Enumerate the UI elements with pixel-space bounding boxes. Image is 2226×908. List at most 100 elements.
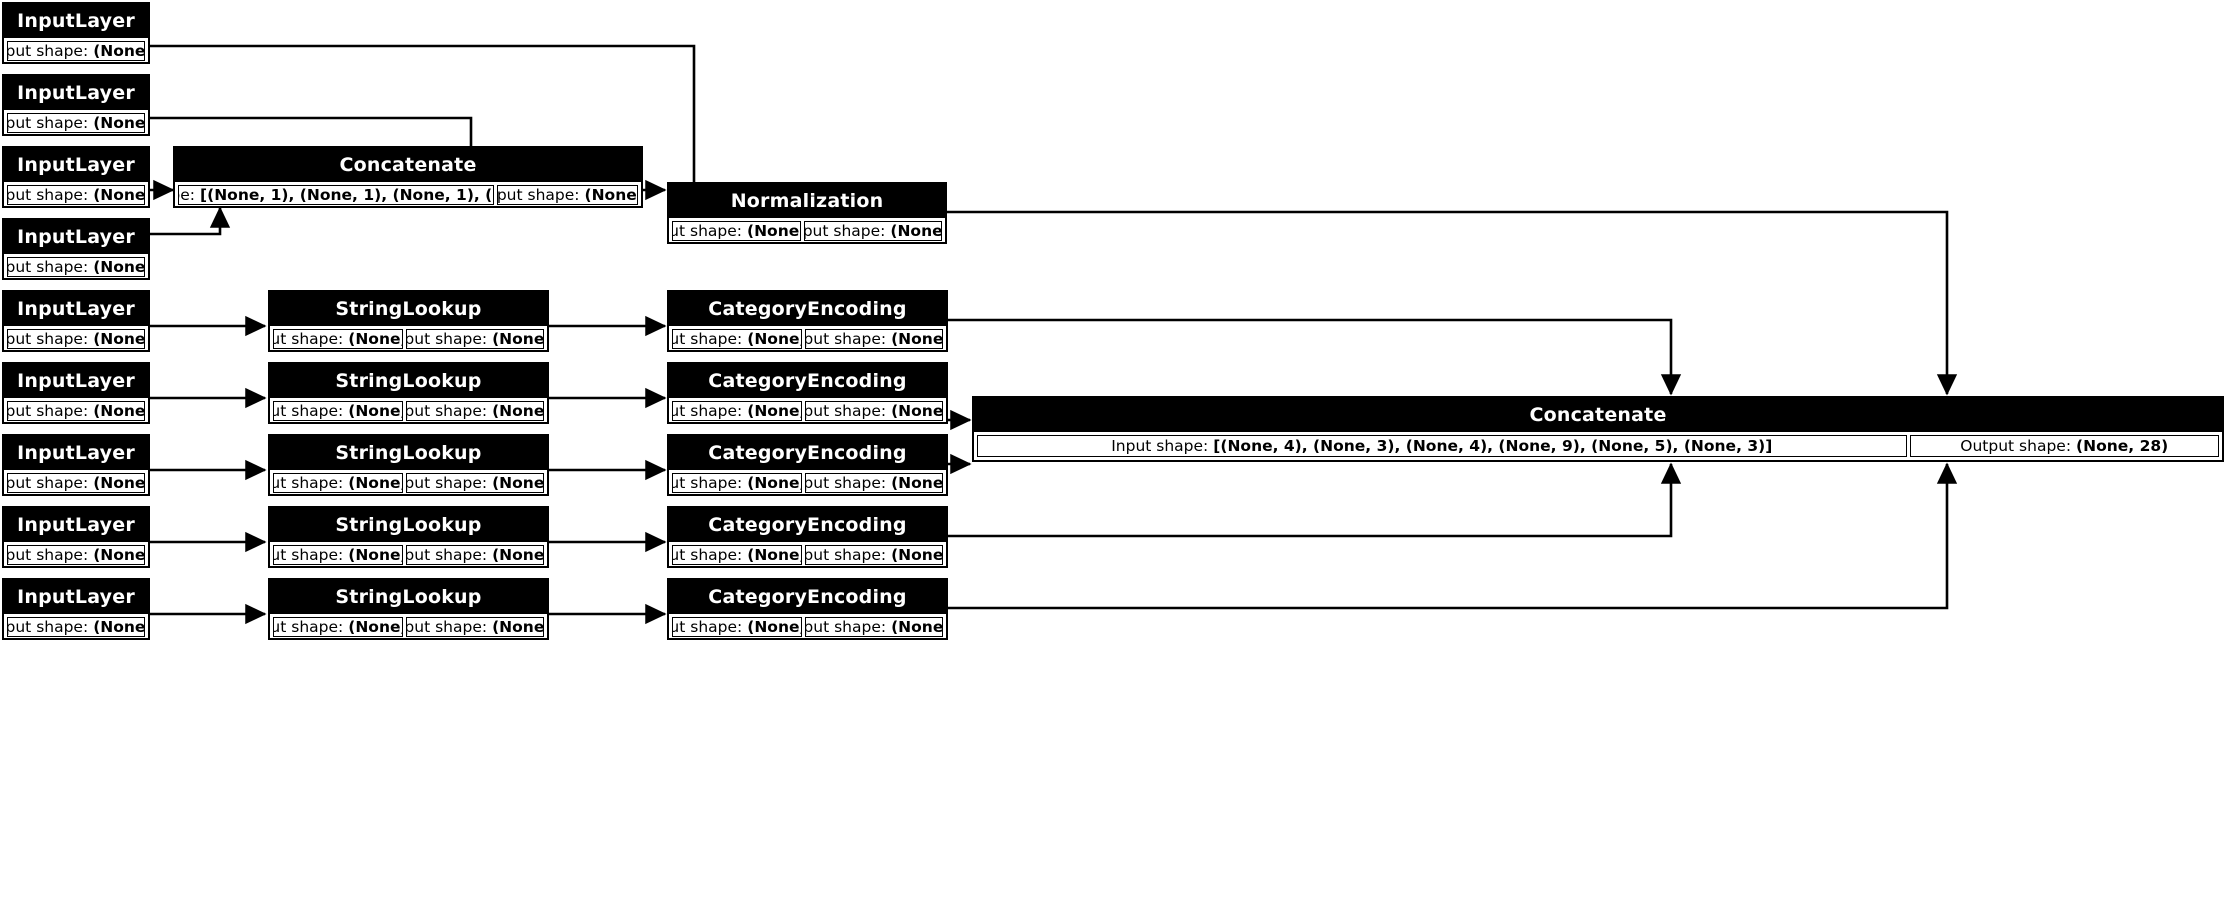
node-type-label: InputLayer — [4, 508, 148, 542]
input-shape-value: (None, 1) — [348, 618, 403, 636]
node-type-label: StringLookup — [270, 364, 547, 398]
node-input-layer-num-2[interactable]: InputLayer Output shape: (None, 1) — [2, 74, 150, 136]
output-shape-field: Output shape: (None, 1) — [7, 401, 145, 421]
input-shape-value: [(None, 1), (None, 1), (None, 1), (None,… — [200, 186, 493, 204]
output-shape-value: (None, 9) — [891, 474, 943, 492]
output-shape-field: Output shape: (None, 4) — [804, 221, 942, 241]
output-shape-field: Output shape: (None, 9) — [804, 473, 943, 493]
node-fields: Output shape: (None, 1) — [4, 542, 148, 566]
output-shape-label: Output shape: — [7, 330, 89, 348]
output-shape-value: (None, 4) — [891, 402, 943, 420]
node-string-lookup-5[interactable]: StringLookup Input shape: (None, 1) Outp… — [268, 578, 549, 640]
node-category-encoding-3[interactable]: CategoryEncoding Input shape: (None, 1) … — [667, 434, 948, 496]
node-category-encoding-1[interactable]: CategoryEncoding Input shape: (None, 1) … — [667, 290, 948, 352]
output-shape-value: (None, 3) — [891, 330, 943, 348]
input-shape-label: Input shape: — [179, 186, 196, 204]
node-fields: Output shape: (None, 1) — [4, 182, 148, 206]
output-shape-field: Output shape: (None, 1) — [7, 617, 145, 637]
node-type-label: CategoryEncoding — [669, 364, 946, 398]
node-input-layer-cat-2[interactable]: InputLayer Output shape: (None, 1) — [2, 362, 150, 424]
node-string-lookup-1[interactable]: StringLookup Input shape: (None, 1) Outp… — [268, 290, 549, 352]
node-concatenate-all[interactable]: Concatenate Input shape: [(None, 4), (No… — [972, 396, 2224, 462]
node-category-encoding-4[interactable]: CategoryEncoding Input shape: (None, 1) … — [667, 506, 948, 568]
input-shape-label: Input shape: — [673, 330, 743, 348]
node-normalization[interactable]: Normalization Input shape: (None, 4) Out… — [667, 182, 947, 244]
output-shape-field: Output shape: (None, 1) — [405, 617, 544, 637]
node-string-lookup-3[interactable]: StringLookup Input shape: (None, 1) Outp… — [268, 434, 549, 496]
input-shape-value: [(None, 4), (None, 3), (None, 4), (None,… — [1213, 437, 1773, 455]
output-shape-field: Output shape: (None, 4) — [496, 185, 638, 205]
input-shape-field: Input shape: (None, 1) — [672, 329, 802, 349]
output-shape-label: Output shape: — [7, 546, 89, 564]
output-shape-value: (None, 1) — [492, 402, 544, 420]
node-input-layer-num-1[interactable]: InputLayer Output shape: (None, 1) — [2, 2, 150, 64]
node-input-layer-num-4[interactable]: InputLayer Output shape: (None, 1) — [2, 218, 150, 280]
output-shape-value: (None, 1) — [492, 618, 544, 636]
input-shape-field: Input shape: (None, 1) — [273, 617, 403, 637]
output-shape-value: (None, 3) — [891, 618, 943, 636]
node-fields: Input shape: [(None, 1), (None, 1), (Non… — [175, 182, 641, 206]
input-shape-value: (None, 1) — [747, 546, 802, 564]
node-fields: Input shape: (None, 1) Output shape: (No… — [669, 542, 946, 566]
output-shape-value: (None, 1) — [492, 330, 544, 348]
edge-encode-5-to-concat-all — [947, 462, 1958, 610]
input-shape-label: Input shape: — [1111, 437, 1209, 455]
node-fields: Input shape: (None, 1) Output shape: (No… — [270, 542, 547, 566]
input-shape-field: Input shape: (None, 1) — [672, 401, 802, 421]
node-type-label: CategoryEncoding — [669, 436, 946, 470]
input-shape-value: (None, 1) — [348, 474, 403, 492]
input-shape-field: Input shape: (None, 1) — [672, 473, 802, 493]
output-shape-label: Output shape: — [7, 42, 89, 60]
input-shape-value: (None, 1) — [348, 546, 403, 564]
node-fields: Output shape: (None, 1) — [4, 254, 148, 278]
output-shape-label: Output shape: — [7, 618, 89, 636]
node-category-encoding-2[interactable]: CategoryEncoding Input shape: (None, 1) … — [667, 362, 948, 424]
output-shape-field: Output shape: (None, 1) — [7, 113, 145, 133]
node-fields: Input shape: (None, 1) Output shape: (No… — [270, 470, 547, 494]
node-type-label: InputLayer — [4, 292, 148, 326]
output-shape-field: Output shape: (None, 28) — [1909, 435, 2219, 457]
output-shape-field: Output shape: (None, 1) — [7, 473, 145, 493]
output-shape-field: Output shape: (None, 1) — [7, 257, 145, 277]
input-shape-value: (None, 1) — [348, 402, 403, 420]
input-shape-label: Input shape: — [673, 474, 743, 492]
node-fields: Output shape: (None, 1) — [4, 38, 148, 62]
node-string-lookup-2[interactable]: StringLookup Input shape: (None, 1) Outp… — [268, 362, 549, 424]
node-input-layer-cat-3[interactable]: InputLayer Output shape: (None, 1) — [2, 434, 150, 496]
edge-normalization-to-concat-all — [947, 210, 1958, 396]
input-shape-field: Input shape: [(None, 4), (None, 3), (Non… — [977, 435, 1907, 457]
node-concatenate-numeric[interactable]: Concatenate Input shape: [(None, 1), (No… — [173, 146, 643, 208]
output-shape-value: (None, 1) — [492, 474, 544, 492]
node-fields: Input shape: (None, 1) Output shape: (No… — [669, 326, 946, 350]
node-fields: Output shape: (None, 1) — [4, 110, 148, 134]
node-fields: Input shape: (None, 1) Output shape: (No… — [270, 398, 547, 422]
node-input-layer-cat-1[interactable]: InputLayer Output shape: (None, 1) — [2, 290, 150, 352]
node-string-lookup-4[interactable]: StringLookup Input shape: (None, 1) Outp… — [268, 506, 549, 568]
node-type-label: Concatenate — [175, 148, 641, 182]
output-shape-value: (None, 1) — [93, 402, 145, 420]
node-type-label: InputLayer — [4, 364, 148, 398]
input-shape-field: Input shape: (None, 1) — [273, 545, 403, 565]
input-shape-field: Input shape: [(None, 1), (None, 1), (Non… — [178, 185, 494, 205]
node-input-layer-cat-5[interactable]: InputLayer Output shape: (None, 1) — [2, 578, 150, 640]
node-input-layer-cat-4[interactable]: InputLayer Output shape: (None, 1) — [2, 506, 150, 568]
node-input-layer-num-3[interactable]: InputLayer Output shape: (None, 1) — [2, 146, 150, 208]
output-shape-value: (None, 1) — [93, 330, 145, 348]
input-shape-value: (None, 1) — [348, 330, 403, 348]
input-shape-field: Input shape: (None, 1) — [273, 473, 403, 493]
output-shape-label: Output shape: — [804, 402, 887, 420]
node-fields: Input shape: (None, 1) Output shape: (No… — [669, 470, 946, 494]
output-shape-field: Output shape: (None, 1) — [7, 41, 145, 61]
node-fields: Input shape: (None, 1) Output shape: (No… — [669, 398, 946, 422]
output-shape-label: Output shape: — [804, 546, 887, 564]
input-shape-label: Input shape: — [274, 330, 344, 348]
input-shape-field: Input shape: (None, 1) — [273, 329, 403, 349]
node-category-encoding-5[interactable]: CategoryEncoding Input shape: (None, 1) … — [667, 578, 948, 640]
output-shape-label: Output shape: — [7, 402, 89, 420]
output-shape-label: Output shape: — [1960, 437, 2072, 455]
node-fields: Output shape: (None, 1) — [4, 614, 148, 638]
output-shape-field: Output shape: (None, 4) — [804, 401, 943, 421]
input-shape-label: Input shape: — [673, 618, 743, 636]
output-shape-label: Output shape: — [405, 330, 488, 348]
